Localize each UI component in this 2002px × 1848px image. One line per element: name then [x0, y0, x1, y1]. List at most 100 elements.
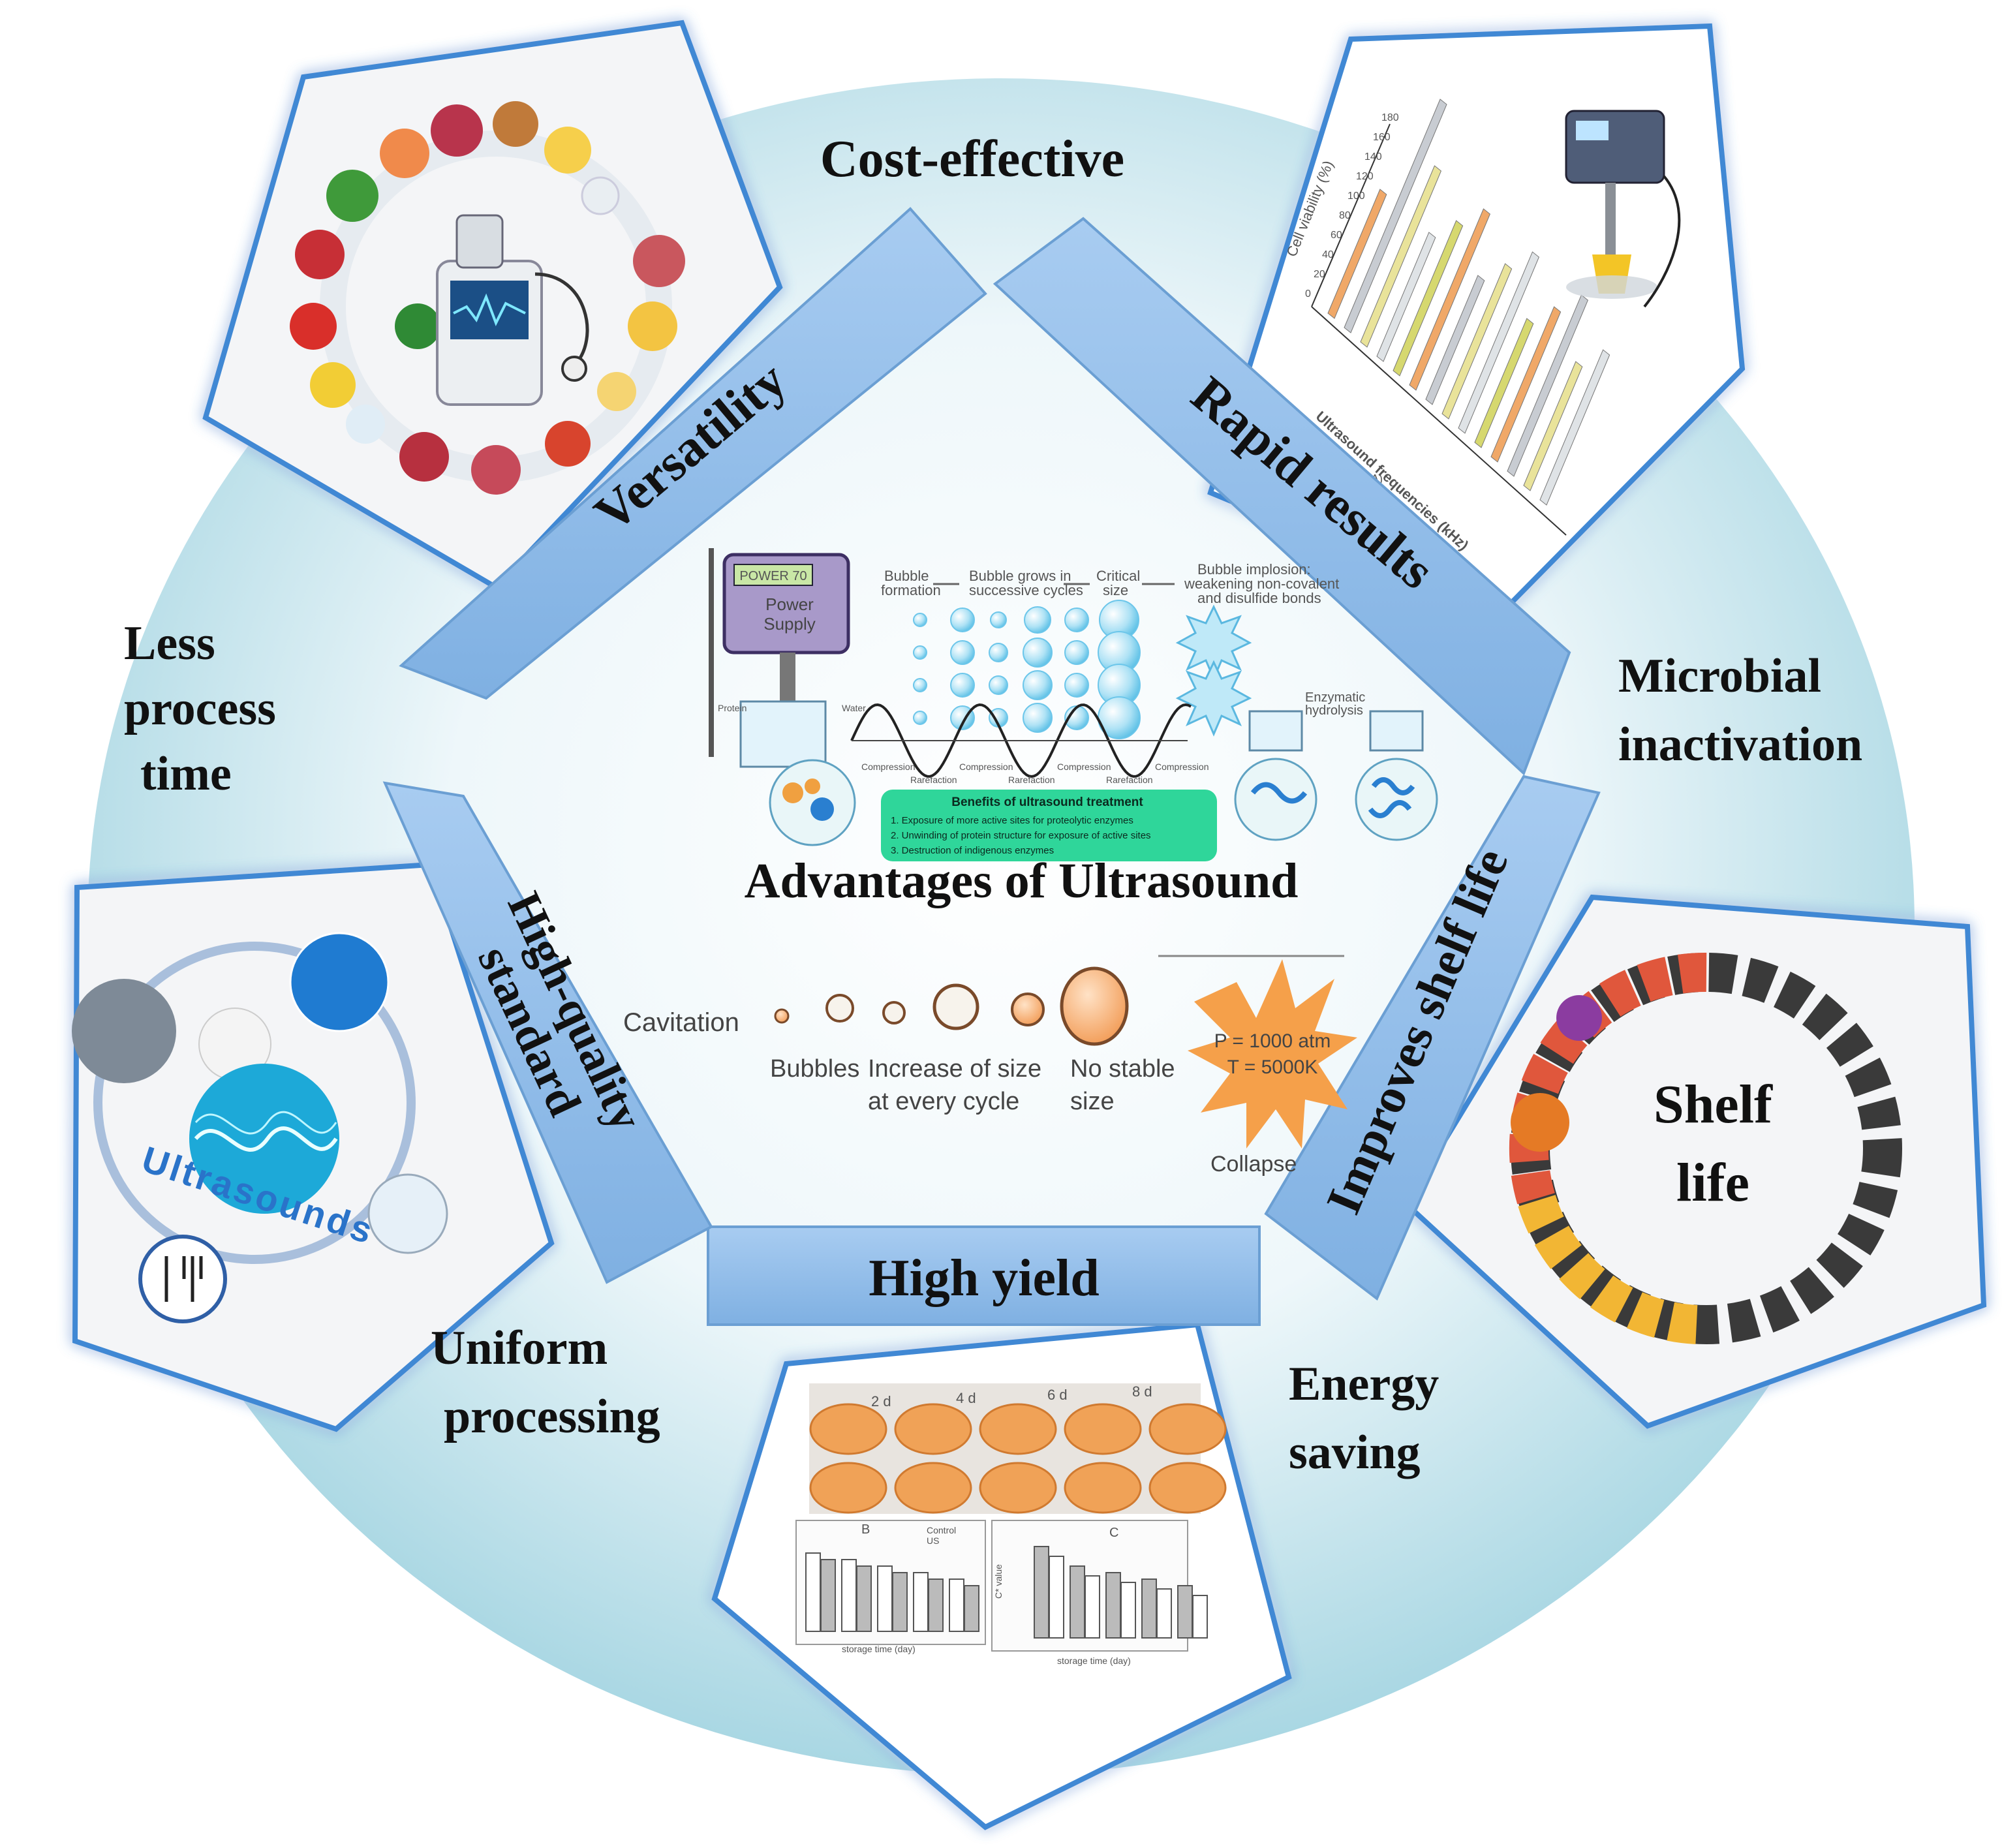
process-bubble	[950, 608, 975, 632]
day-label-3: 6 d	[1047, 1387, 1068, 1403]
implosion-star-2	[1175, 660, 1252, 737]
bubble-implosion-1: Bubble implosion:	[1197, 561, 1311, 578]
legend-control: Control	[927, 1525, 956, 1535]
bubble-formation-1: Bubble	[884, 568, 929, 584]
day-label-4: 8 d	[1132, 1383, 1152, 1400]
wave-label: Rarefaction	[910, 775, 957, 785]
microbial-inactivation-line1: Microbial	[1618, 649, 1821, 703]
process-bubble	[989, 675, 1008, 695]
bubble-implosion-2: weakening non-covalent	[1184, 576, 1339, 592]
rapid-bar	[1507, 294, 1589, 477]
storage-bar	[1105, 1572, 1121, 1639]
storage-bar	[964, 1585, 979, 1632]
bar-rapid-results	[993, 217, 1571, 776]
bubbles-label: Bubbles	[770, 1055, 859, 1083]
storage-bar	[841, 1559, 857, 1632]
storage-bar	[1034, 1546, 1049, 1639]
rapid-ytick: 180	[1381, 112, 1399, 123]
wave-label: Rarefaction	[1008, 775, 1055, 785]
wave-label: Compression	[1155, 762, 1209, 772]
microbial-inactivation-line2: inactivation	[1618, 718, 1862, 771]
carrot-slice	[809, 1403, 887, 1455]
storage-bar	[1141, 1578, 1157, 1639]
wave-label: Compression	[861, 762, 915, 772]
storage-bar	[805, 1552, 821, 1632]
chart-c-xlabel: storage time (day)	[1057, 1656, 1131, 1666]
storage-bar	[1070, 1565, 1085, 1639]
wave-label: Rarefaction	[1106, 775, 1153, 785]
rapid-bar	[1376, 232, 1436, 362]
collapse-label: Collapse	[1210, 1152, 1297, 1177]
power-display: POWER 70	[739, 569, 807, 583]
rapid-bar	[1474, 318, 1534, 448]
center-title: Advantages of Ultrasound	[745, 854, 1299, 908]
no-stable-line1: No stable	[1070, 1055, 1175, 1083]
power-supply-line2: Supply	[763, 614, 816, 634]
carrot-slice	[979, 1403, 1057, 1455]
carrot-slices-photo: 2 d 4 d 6 d 8 d	[809, 1383, 1227, 1514]
less-process-time-line2: process	[124, 682, 276, 735]
rapid-bar	[1490, 306, 1562, 463]
rapid-bar	[1327, 189, 1387, 319]
storage-charts: B C Control US storage time (day) storag…	[795, 1520, 1208, 1666]
rapid-ytick: 0	[1305, 288, 1311, 300]
carrot-slice	[1148, 1403, 1227, 1455]
rapid-bar	[1539, 349, 1610, 506]
storage-bar	[820, 1559, 836, 1632]
no-stable-line2: size	[1070, 1088, 1115, 1115]
process-bubbles	[913, 600, 1141, 739]
pentagon-frame	[382, 207, 1601, 1326]
benefit-3: 3. Destruction of indigenous enzymes	[891, 845, 1054, 856]
temperature-label: T = 5000K	[1227, 1056, 1318, 1078]
uniform-processing-line1: Uniform	[431, 1321, 608, 1375]
bar-high-yield	[707, 1225, 1261, 1326]
storage-bar	[928, 1578, 944, 1632]
cost-effective-label: Cost-effective	[820, 131, 1124, 188]
rapid-bar	[1344, 99, 1447, 333]
shelf-life-line1: Shelf	[1654, 1074, 1773, 1135]
storage-bar	[856, 1565, 872, 1632]
legend-us: US	[927, 1535, 939, 1546]
process-bubble	[913, 678, 927, 692]
process-bubble	[950, 673, 975, 698]
process-bubble	[1064, 608, 1089, 632]
increase-line1: Increase of size	[868, 1055, 1041, 1083]
process-bubble	[1064, 640, 1089, 665]
rapid-ytick: 40	[1322, 249, 1334, 260]
rapid-bar	[1393, 220, 1464, 377]
storage-bar	[1177, 1585, 1193, 1639]
rapid-ytick: 100	[1348, 191, 1365, 202]
chart-b-xlabel: storage time (day)	[842, 1644, 916, 1654]
collapse-burst	[1188, 959, 1357, 1148]
cavitation-diagram: Cavitation Bubbles Increase of size at e…	[623, 955, 1357, 1177]
rapid-ytick: 160	[1373, 132, 1391, 143]
cavitation-label: Cavitation	[623, 1008, 739, 1037]
rapid-bar	[1409, 208, 1491, 391]
pressure-label: P = 1000 atm	[1214, 1030, 1331, 1052]
food-ring-illustration	[290, 101, 685, 495]
less-process-time-line1: Less	[124, 617, 215, 670]
process-bubble	[1023, 703, 1053, 733]
process-bubble	[913, 613, 927, 627]
rapid-bar	[1441, 263, 1513, 420]
compression-wave	[850, 703, 1192, 778]
carrot-slice	[809, 1462, 887, 1514]
storage-bars	[805, 1546, 1208, 1639]
process-bubble	[989, 643, 1008, 662]
bar-versatility	[399, 207, 987, 700]
wave-labels: CompressionRarefactionCompressionRarefac…	[861, 762, 1209, 785]
storage-bar	[1156, 1588, 1172, 1639]
enzymatic-line2: hydrolysis	[1305, 703, 1363, 718]
storage-bar	[1085, 1575, 1100, 1639]
rapid-ytick: 20	[1314, 269, 1325, 280]
enzymatic-line1: Enzymatic	[1305, 690, 1365, 705]
energy-saving-line1: Energy	[1289, 1357, 1439, 1411]
power-supply-line1: Power	[765, 594, 814, 614]
benefits-title: Benefits of ultrasound treatment	[951, 795, 1143, 809]
rapid-ytick: 140	[1364, 151, 1382, 162]
process-bubble	[950, 640, 975, 665]
storage-bar	[892, 1572, 908, 1632]
